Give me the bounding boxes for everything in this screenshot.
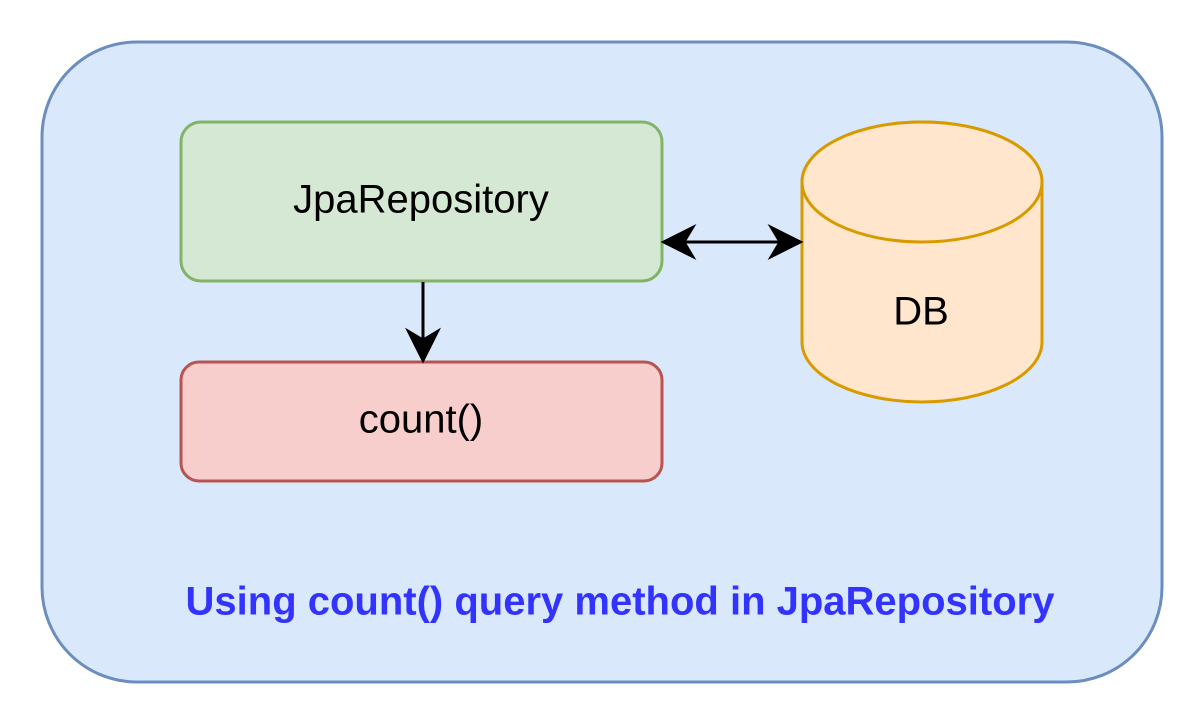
database-label: DB	[893, 290, 949, 334]
database-cylinder-top	[800, 120, 1044, 244]
diagram-caption: Using count() query method in JpaReposit…	[186, 580, 1056, 624]
database-node[interactable]: DB	[800, 120, 1044, 404]
count-method-node[interactable]: count()	[179, 360, 664, 483]
jpa-repository-box	[179, 120, 664, 283]
jpa-repository-node[interactable]: JpaRepository	[179, 120, 664, 283]
count-method-label: count()	[359, 398, 484, 442]
jpa-repository-label: JpaRepository	[293, 178, 549, 222]
